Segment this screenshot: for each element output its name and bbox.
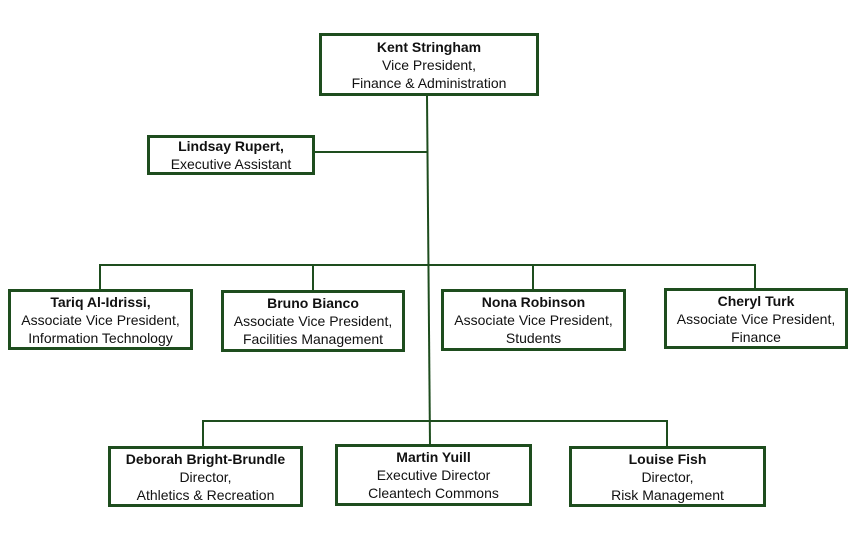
avp-title-line2: Students xyxy=(505,330,562,346)
director-title-line2: Athletics & Recreation xyxy=(136,486,275,503)
director-title-line1: Director, xyxy=(641,468,694,485)
director-title-line2: Risk Management xyxy=(611,486,724,503)
avp-name: Nona Robinson xyxy=(481,294,586,310)
assistant-title: Executive Assistant xyxy=(170,156,292,172)
director-box-athletics-recreation: Deborah Bright-Brundle Director, Athleti… xyxy=(108,446,303,507)
director-box-cleantech-commons: Martin Yuill Executive Director Cleantec… xyxy=(335,444,532,506)
trunk-line xyxy=(425,94,432,447)
vp-title-line2: Finance & Administration xyxy=(351,74,507,91)
avp-title-line2: Information Technology xyxy=(28,329,173,346)
director-name: Martin Yuill xyxy=(396,449,471,465)
director-title-line1: Executive Director xyxy=(376,467,491,483)
avp-box-finance: Cheryl Turk Associate Vice President, Fi… xyxy=(664,288,848,349)
avp-title-line1: Associate Vice President, xyxy=(454,312,613,328)
director-name: Deborah Bright-Brundle xyxy=(125,450,286,467)
director-box-risk-management: Louise Fish Director, Risk Management xyxy=(569,446,766,507)
avp-box-facilities-management: Bruno Bianco Associate Vice President, F… xyxy=(221,290,405,352)
director-title-line2: Cleantech Commons xyxy=(368,485,499,501)
avp-name: Bruno Bianco xyxy=(267,295,359,311)
vp-box: Kent Stringham Vice President, Finance &… xyxy=(319,33,539,96)
assistant-box: Lindsay Rupert, Executive Assistant xyxy=(147,135,315,175)
vp-name: Kent Stringham xyxy=(376,38,482,55)
director-name: Louise Fish xyxy=(628,450,707,467)
avp-title-line2: Finance xyxy=(731,328,781,345)
avp-title-line1: Associate Vice President, xyxy=(21,311,180,328)
avp-name: Tariq Al-Idrissi, xyxy=(50,293,151,310)
assistant-name: Lindsay Rupert, xyxy=(178,138,284,154)
avp-title-line1: Associate Vice President, xyxy=(676,310,836,327)
director-title-line1: Director, xyxy=(179,468,232,485)
avp-name: Cheryl Turk xyxy=(717,292,795,309)
avp-box-information-technology: Tariq Al-Idrissi, Associate Vice Preside… xyxy=(8,289,193,350)
avp-title-line1: Associate Vice President, xyxy=(233,313,393,329)
avp-title-line2: Facilities Management xyxy=(242,331,384,347)
vp-title-line1: Vice President, xyxy=(382,56,476,73)
avp-box-students: Nona Robinson Associate Vice President, … xyxy=(441,289,626,351)
